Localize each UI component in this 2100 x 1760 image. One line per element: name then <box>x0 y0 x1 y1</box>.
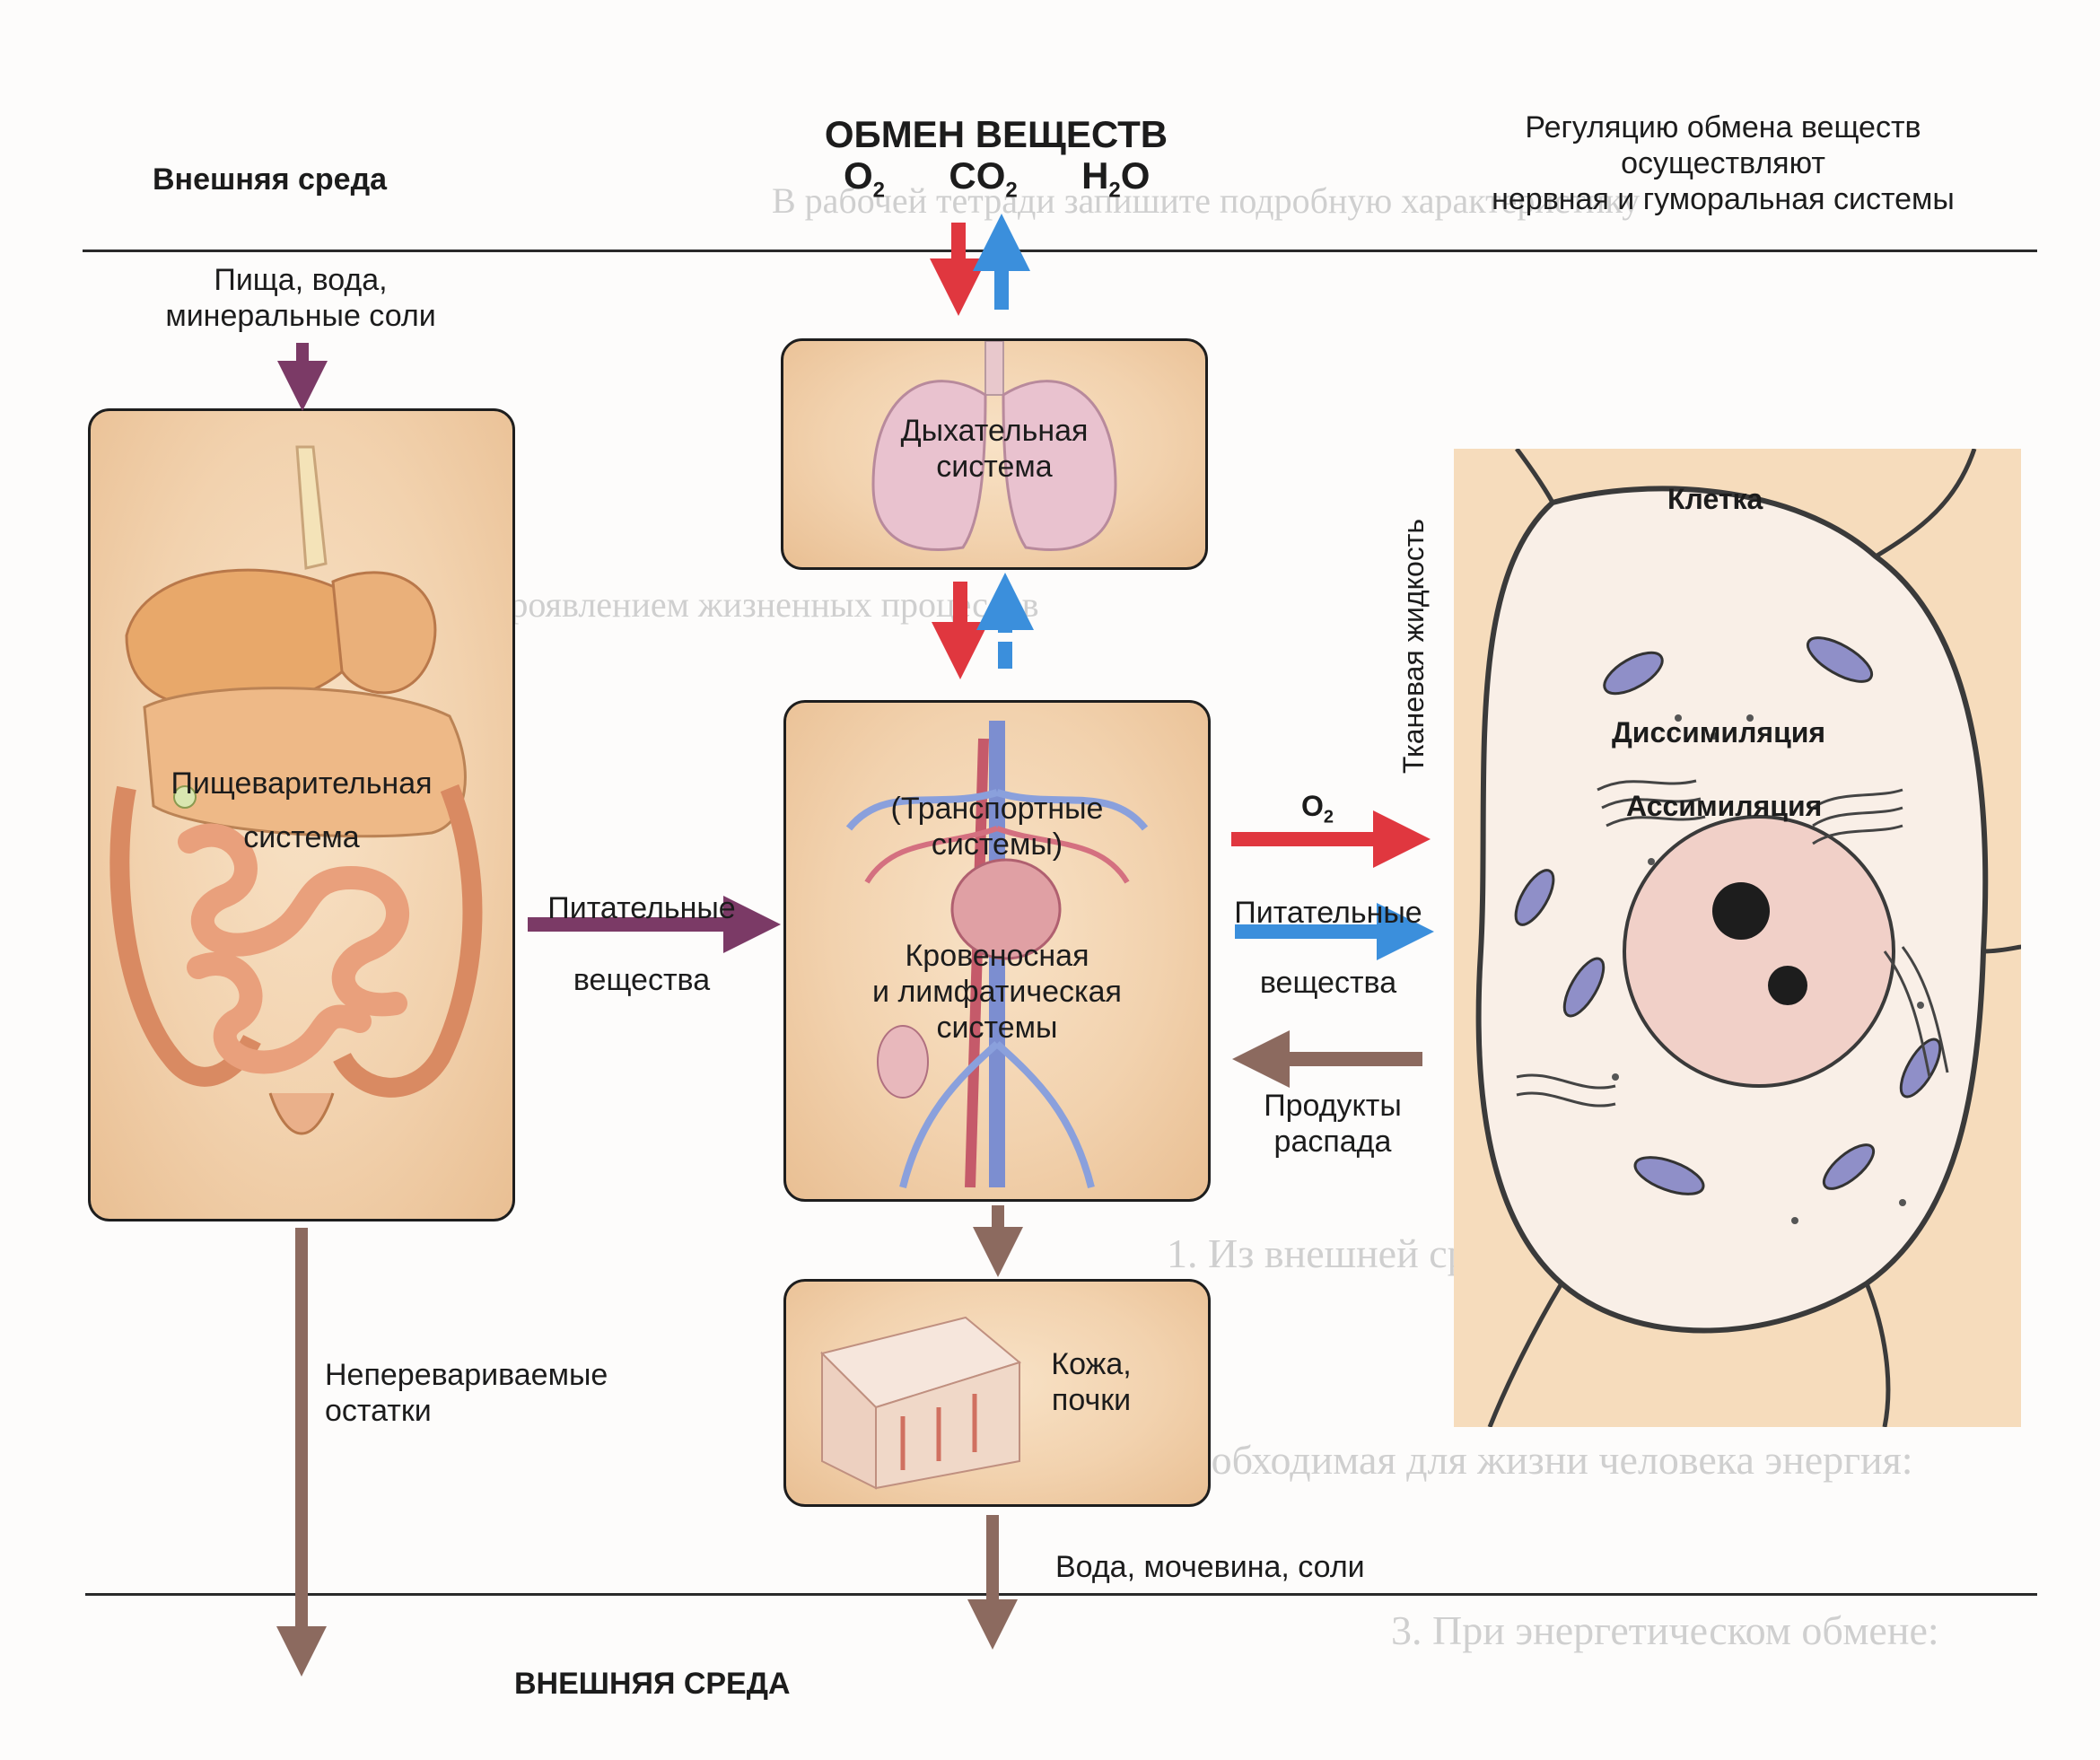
skin-section-illustration <box>820 1316 1022 1490</box>
circulatory-lymphatic-label: Кровеносная и лимфатическая системы <box>872 939 1122 1045</box>
food-input-label: Пища, вода, минеральные соли <box>165 263 436 333</box>
water-formula: H2O <box>1081 154 1151 203</box>
top-divider <box>83 250 2037 252</box>
cell-label: Клетка <box>1667 483 1763 515</box>
digestive-organs-illustration <box>109 445 483 1135</box>
diagram-title: ОБМЕН ВЕЩЕСТВ <box>824 113 1168 155</box>
cell-oxygen-label: O2 <box>1301 790 1334 827</box>
gas-formulas: O2 CO2 H2O <box>844 154 1150 212</box>
decay-products-label: Продукты распада <box>1264 1089 1402 1159</box>
tissue-fluid-label: Тканевая жидкость <box>1397 518 1430 775</box>
dissimilation-label: Диссимиляция <box>1612 716 1826 749</box>
carbon-dioxide-formula: CO2 <box>949 154 1018 203</box>
nutrients-label: Питательные вещества <box>547 891 736 997</box>
digestive-system-box: Пищеварительная система <box>88 408 515 1221</box>
excretion-products-label: Вода, мочевина, соли <box>1055 1550 1365 1584</box>
external-environment-label: Внешняя среда <box>153 162 388 197</box>
bottom-divider <box>85 1593 2037 1596</box>
digestive-system-label: Пищеварительная система <box>171 766 433 854</box>
excretory-system-box: Кожа, почки <box>783 1279 1211 1507</box>
respiratory-system-box: Дыхательная система <box>781 338 1208 570</box>
transport-systems-label: (Транспортные системы) <box>890 792 1104 862</box>
lungs-illustration <box>871 341 1117 551</box>
regulation-note: Регуляцию обмена веществ осуществляют не… <box>1492 110 1955 216</box>
cell-nutrients-label: Питательные вещества <box>1234 896 1422 1000</box>
bleed-through-text: 2. Необходимая для жизни человека энерги… <box>1122 1437 1913 1483</box>
blood-vessels-illustration <box>845 721 1149 1188</box>
assimilation-label: Ассимиляция <box>1626 790 1823 822</box>
footer-external-environment: ВНЕШНЯЯ СРЕДА <box>514 1667 791 1701</box>
oxygen-formula: O2 <box>844 154 886 203</box>
undigested-residue-label: Неперевариваемые остатки <box>325 1358 608 1428</box>
respiratory-system-label: Дыхательная система <box>900 414 1089 484</box>
bleed-through-text: В рабочей тетради запишите подробную хар… <box>772 180 1641 221</box>
skin-kidneys-label: Кожа, почки <box>1051 1347 1132 1417</box>
circulatory-system-box: (Транспортные системы) Кровеносная и лим… <box>783 700 1211 1202</box>
cell-illustration <box>1454 449 2021 1427</box>
cell-panel: Клетка Диссимиляция Ассимиляция <box>1454 449 2021 1427</box>
bleed-through-text: 3. При энергетическом обмене: <box>1391 1607 1939 1653</box>
